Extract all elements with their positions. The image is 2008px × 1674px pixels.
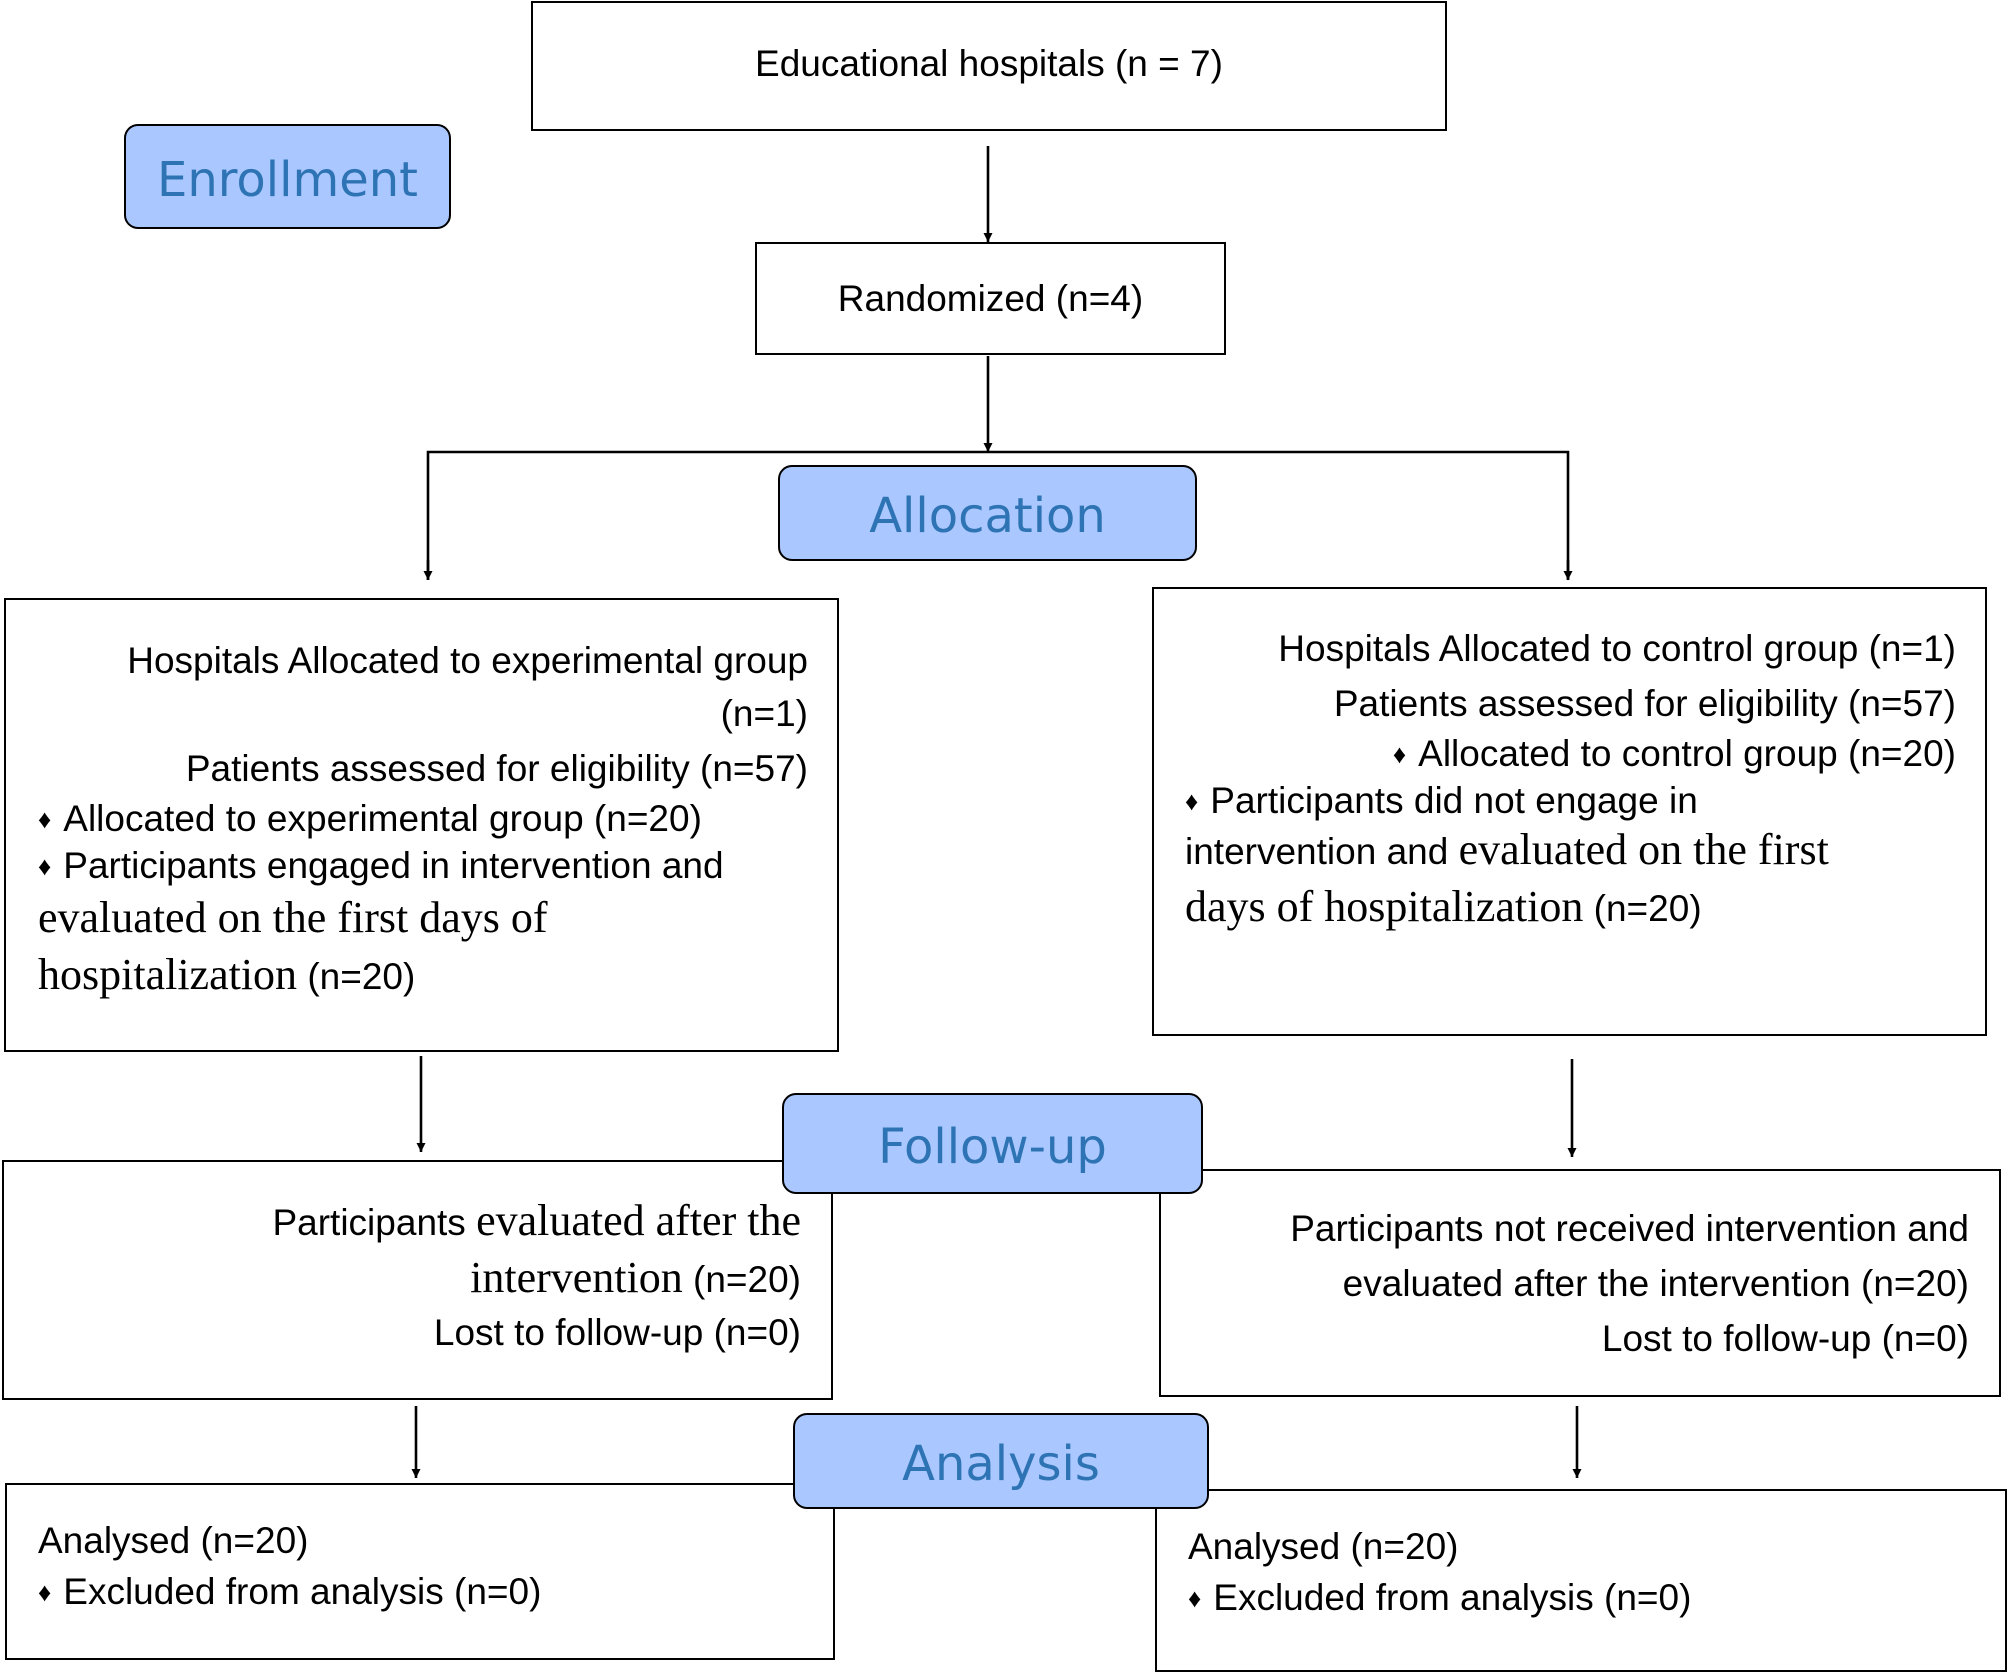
educational-hospitals-box: Educational hospitals (n = 7) [531, 1, 1447, 131]
control-analysis-box: Analysed (n=20) ♦Excluded from analysis … [1155, 1489, 2007, 1672]
control-not-received-line2: evaluated after the intervention (n=20) [1342, 1263, 1969, 1304]
experimental-hospitals-count: (n=1) [720, 693, 808, 734]
stage-allocation: Allocation [778, 465, 1197, 561]
experimental-allocated-item: ♦Allocated to experimental group (n=20) [38, 798, 702, 839]
bullet-icon: ♦ [38, 1577, 52, 1607]
control-hospitals-line: Hospitals Allocated to control group (n=… [1278, 628, 1956, 669]
control-excluded-item: ♦Excluded from analysis (n=0) [1188, 1577, 1692, 1618]
stage-followup: Follow-up [782, 1093, 1203, 1194]
experimental-hospitals-line: Hospitals Allocated to experimental grou… [127, 640, 808, 681]
control-eligibility-line: Patients assessed for eligibility (n=57) [1333, 683, 1956, 724]
stage-analysis: Analysis [793, 1413, 1209, 1509]
bullet-icon: ♦ [1392, 739, 1407, 769]
randomized-label: Randomized (n=4) [837, 278, 1144, 319]
experimental-evaluated-line1: Participants evaluated after the [272, 1196, 801, 1245]
experimental-analysis-box: Analysed (n=20) ♦Excluded from analysis … [5, 1483, 835, 1660]
experimental-engaged-item: ♦Participants engaged in intervention an… [38, 845, 724, 886]
control-not-received-line1: Participants not received intervention a… [1290, 1208, 1969, 1249]
experimental-allocation-box: Hospitals Allocated to experimental grou… [4, 598, 839, 1052]
bullet-icon: ♦ [1188, 1583, 1202, 1613]
experimental-eligibility-line: Patients assessed for eligibility (n=57) [185, 748, 808, 789]
control-not-engaged-item: ♦Participants did not engage in [1185, 780, 1698, 821]
control-not-engaged-line3: days of hospitalization (n=20) [1185, 882, 1702, 931]
control-followup-box: Participants not received intervention a… [1159, 1169, 2001, 1397]
control-analysed-line: Analysed (n=20) [1188, 1526, 1459, 1567]
experimental-engaged-line2: evaluated on the first days of [38, 893, 548, 942]
control-lost-to-followup: Lost to follow-up (n=0) [1601, 1318, 1969, 1359]
experimental-lost-to-followup: Lost to follow-up (n=0) [433, 1312, 801, 1353]
control-allocation-box: Hospitals Allocated to control group (n=… [1152, 587, 1987, 1036]
control-not-engaged-line2: intervention and evaluated on the first [1185, 825, 1829, 874]
stage-enrollment: Enrollment [124, 124, 451, 229]
bullet-icon: ♦ [38, 804, 52, 834]
educational-hospitals-label: Educational hospitals (n = 7) [755, 43, 1223, 84]
experimental-evaluated-line2: intervention (n=20) [470, 1253, 801, 1302]
randomized-box: Randomized (n=4) [755, 242, 1226, 355]
experimental-analysed-line: Analysed (n=20) [38, 1520, 309, 1561]
split-connector [426, 450, 1570, 580]
bullet-icon: ♦ [38, 851, 52, 881]
experimental-excluded-item: ♦Excluded from analysis (n=0) [38, 1571, 542, 1612]
experimental-followup-box: Participants evaluated after the interve… [2, 1160, 833, 1400]
control-allocated-item: ♦Allocated to control group (n=20) [1392, 733, 1956, 774]
bullet-icon: ♦ [1185, 786, 1199, 816]
experimental-engaged-line3: hospitalization (n=20) [38, 950, 416, 999]
